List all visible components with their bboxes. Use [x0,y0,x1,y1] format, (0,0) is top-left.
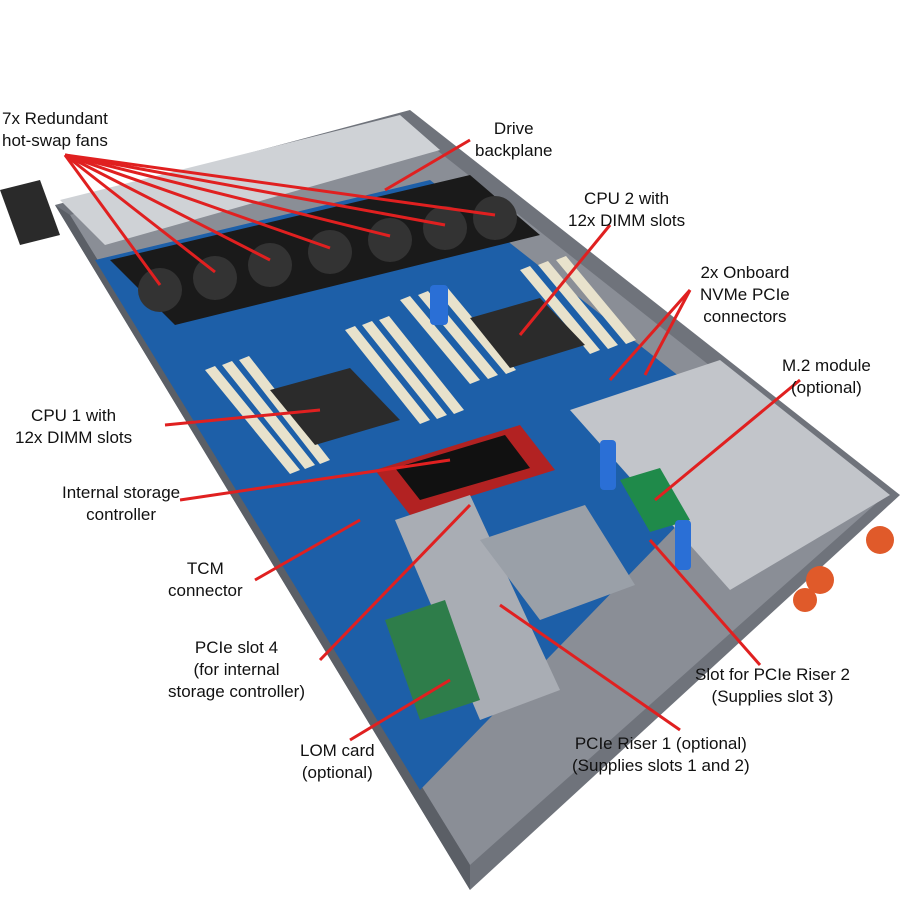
label-nvme: 2x Onboard NVMe PCIe connectors [700,262,790,328]
label-fans-line1: 7x Redundant [2,109,108,128]
psu-handle [806,566,834,594]
fan-icon [423,206,467,250]
fan-icon [473,196,517,240]
label-tcm: TCM connector [168,558,243,602]
label-storage-controller-line2: controller [86,505,157,524]
label-m2-line1: M.2 module [782,356,871,375]
label-cpu2-line2: 12x DIMM slots [568,211,686,230]
label-storage-controller: Internal storage controller [62,482,180,526]
psu-bay [570,360,890,590]
label-tcm-line1: TCM [186,559,224,578]
label-fans-line2: hot-swap fans [2,131,108,150]
latch-blue [675,520,691,570]
label-tcm-line2: connector [168,581,243,600]
label-fans: 7x Redundant hot-swap fans [2,108,108,152]
label-cpu2: CPU 2 with 12x DIMM slots [568,188,685,232]
label-storage-controller-line1: Internal storage [62,483,181,502]
label-backplane-line2: backplane [475,141,553,160]
label-lom: LOM card (optional) [300,740,375,784]
cpu2-socket [470,298,585,368]
heatsink [480,505,635,620]
label-riser1-line1: PCIe Riser 1 (optional) [574,734,747,753]
fan-icon [308,230,352,274]
label-m2: M.2 module (optional) [782,355,871,399]
latch-blue [600,440,616,490]
label-pcie-slot4: PCIe slot 4 (for internal storage contro… [168,637,305,703]
label-pcie-slot4-line2: (for internal [193,660,280,679]
label-lom-line2: (optional) [301,763,373,782]
cpu2-dimm-bank [400,256,636,384]
label-riser2-line2: (Supplies slot 3) [711,687,834,706]
fan-icon [248,243,292,287]
label-riser1-line2: (Supplies slots 1 and 2) [572,756,750,775]
label-cpu1: CPU 1 with 12x DIMM slots [15,405,132,449]
cpu1-socket [270,368,400,445]
label-m2-line2: (optional) [790,378,862,397]
label-cpu1-line2: 12x DIMM slots [15,428,133,447]
label-nvme-line3: connectors [703,307,787,326]
psu-handle [793,588,817,612]
fan-icon [193,256,237,300]
lom-card [385,600,480,720]
label-backplane: Drive backplane [475,118,553,162]
label-cpu1-line1: CPU 1 with [31,406,117,425]
label-pcie-slot4-line3: storage controller) [168,682,306,701]
label-lom-line1: LOM card [300,741,375,760]
latch-blue [430,285,448,325]
psu-handle [866,526,894,554]
label-riser1: PCIe Riser 1 (optional) (Supplies slots … [572,733,750,777]
label-pcie-slot4-line1: PCIe slot 4 [194,638,279,657]
label-riser2: Slot for PCIe Riser 2 (Supplies slot 3) [695,664,850,708]
pcie-riser1-cage [395,495,560,720]
label-nvme-line1: 2x Onboard [700,263,790,282]
label-nvme-line2: NVMe PCIe [700,285,790,304]
label-cpu2-line1: CPU 2 with [584,189,670,208]
callout-lines [63,138,801,742]
label-backplane-line1: Drive [493,119,534,138]
fan-icon [138,268,182,312]
fan-icon [368,218,412,262]
label-riser2-line1: Slot for PCIe Riser 2 [695,665,850,684]
